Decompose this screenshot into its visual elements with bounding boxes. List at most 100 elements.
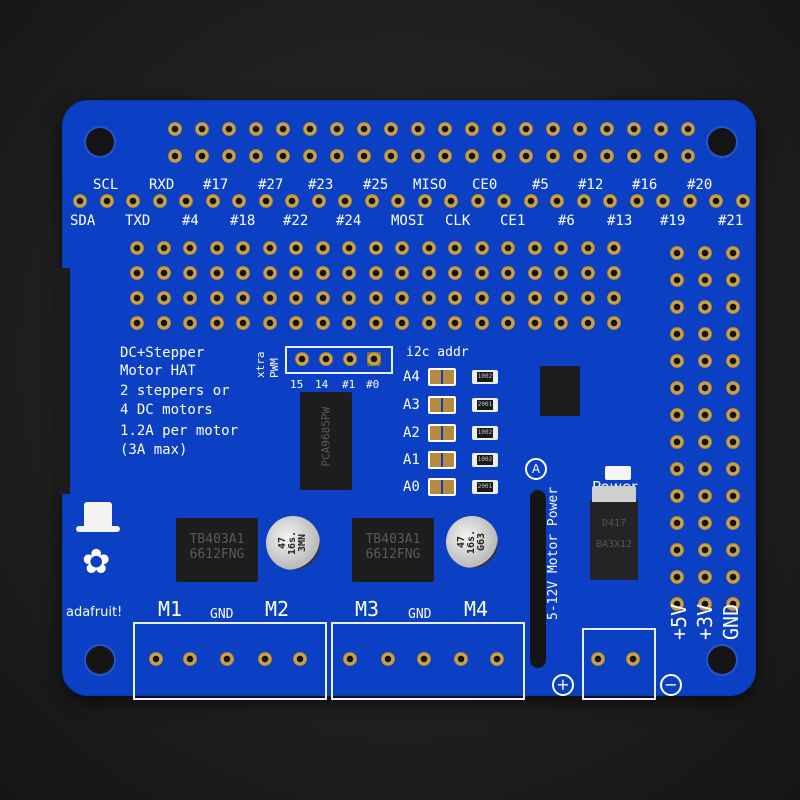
description-line: 4 DC motors [120,402,213,418]
jumper-label: A1 [403,452,420,468]
chip-marking: PCA9685PW [319,406,333,467]
solder-pad [130,291,144,305]
solder-pad [726,273,740,287]
solder-pad [381,652,395,666]
pwm-pin-label: 15 [290,378,304,391]
pin-label: #22 [283,213,309,229]
solder-pad [726,408,740,422]
solder-pad [497,194,511,208]
solder-pad [709,194,723,208]
solder-pad [698,597,712,611]
solder-pad [474,266,489,280]
solder-pad [130,241,144,255]
solder-pad [607,291,621,305]
solder-jumper[interactable] [428,424,456,442]
solder-pad [527,266,542,280]
solder-pad [357,122,371,136]
solder-pad [580,241,595,255]
solder-pad [156,241,171,255]
top-hat-brim-icon [76,526,120,532]
description-line: 1.2A per motor [120,423,239,439]
solder-pad [126,194,140,208]
board-notch [56,268,70,494]
solder-pad [698,435,712,449]
solder-pad [152,194,167,208]
solder-pad [289,241,303,255]
solder-pad [448,291,462,305]
resistor: 2001 [472,398,498,412]
solder-pad [183,241,197,255]
solder-pad [474,316,489,330]
pwm-label: xtra [254,351,267,379]
solder-jumper[interactable] [428,451,456,469]
solder-pad [698,354,712,368]
solder-pad [670,489,684,503]
solder-pad [465,122,479,136]
solder-pad [130,266,144,280]
plus-symbol-icon: + [552,674,574,696]
solder-pad [249,149,263,163]
solder-pad [438,149,452,163]
solder-pad [726,246,740,260]
solder-pad [573,122,587,136]
solder-pad [156,291,171,305]
solder-pad [236,291,250,305]
solder-pad [276,122,290,136]
solder-pad [600,149,614,163]
solder-pad [205,194,220,208]
jumper-label: A2 [403,425,420,441]
power-led [605,466,631,480]
solder-pad [682,194,697,208]
solder-pad [698,489,712,503]
pin-label: #27 [258,177,284,193]
flower-icon: ✿ [82,542,111,582]
solder-pad [183,291,197,305]
chip-marking: TB403A1 [189,532,245,547]
solder-pad [222,149,236,163]
solder-pad [448,316,462,330]
solder-pad [417,194,432,208]
solder-pad [519,149,533,163]
description-line: DC+Stepper [120,345,205,361]
solder-pad [670,516,684,530]
solder-pad [527,316,542,330]
pin-label: CE1 [500,213,526,229]
solder-pad [384,149,398,163]
solder-pad [580,266,595,280]
solder-pad [726,435,740,449]
solder-pad [209,316,224,330]
solder-pad [421,266,436,280]
solder-pad [303,122,317,136]
solder-pad [384,122,398,136]
solder-pad [501,266,515,280]
solder-pad [726,543,740,557]
solder-pad [276,149,290,163]
chip-marking: 6612FNG [189,547,245,562]
solder-pad [501,241,515,255]
solder-pad [554,241,568,255]
mounting-hole-top-right [708,128,736,156]
pin-label: #6 [558,213,575,229]
chip-marking: D417 [601,518,627,529]
solder-pad [421,316,436,330]
solder-jumper[interactable] [428,478,456,496]
pwm-label: PWM [268,358,281,378]
solder-pad [183,316,197,330]
pin-label: #24 [336,213,362,229]
solder-pad [262,241,277,255]
solder-pad [444,194,458,208]
solder-pad [607,266,621,280]
solder-pad [179,194,193,208]
solder-pad [330,122,344,136]
pwm-driver-chip: PCA9685PW [300,392,352,490]
solder-pad [236,316,250,330]
solder-jumper[interactable] [428,396,456,414]
solder-pad [357,149,371,163]
pin-label: MISO [413,177,447,193]
solder-pad [195,122,209,136]
solder-pad [342,291,356,305]
solder-pad [670,273,684,287]
solder-jumper[interactable] [428,368,456,386]
top-hat-icon [84,502,112,526]
mounting-hole-bottom-right [708,646,736,674]
